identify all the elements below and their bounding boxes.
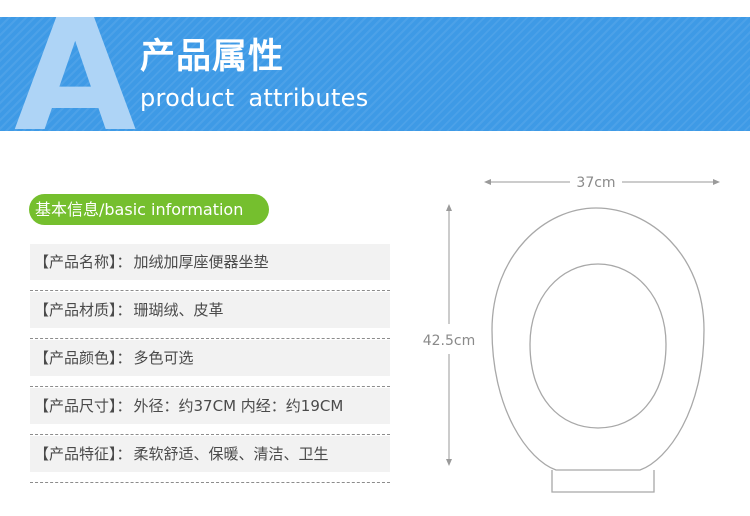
attribute-label: 【产品颜色】： — [34, 349, 132, 367]
attribute-value: 柔软舒适、保暖、清洁、卫生 — [133, 445, 329, 463]
banner-letter: A — [14, 17, 137, 131]
attribute-row-color: 【产品颜色】：多色可选 — [30, 340, 390, 387]
attribute-label: 【产品名称】： — [34, 253, 132, 271]
attribute-row-feature: 【产品特征】：柔软舒适、保暖、清洁、卫生 — [30, 436, 390, 483]
header-banner: A 产品属性 product attributes — [0, 17, 750, 131]
attribute-value: 外径：约37CM 内经：约19CM — [133, 397, 344, 415]
attribute-label: 【产品材质】： — [34, 301, 132, 319]
banner-subtitle: product attributes — [140, 84, 369, 112]
attribute-value: 加绒加厚座便器坐垫 — [133, 253, 269, 271]
height-dimension: 42.5cm — [423, 204, 476, 466]
banner-title: 产品属性 — [140, 37, 285, 77]
basic-info-badge: 基本信息/basic information — [29, 194, 269, 225]
seat-hinge — [551, 470, 655, 493]
width-label: 37cm — [576, 175, 615, 191]
width-dimension: 37cm — [484, 175, 720, 191]
toilet-seat-diagram: 37cm 42.5cm — [423, 175, 720, 493]
seat-inner-outline — [529, 263, 667, 429]
attribute-label: 【产品特征】： — [34, 445, 132, 463]
height-label: 42.5cm — [423, 333, 476, 349]
attribute-value: 多色可选 — [133, 349, 194, 367]
attribute-row-name: 【产品名称】：加绒加厚座便器坐垫 — [30, 244, 390, 291]
attribute-row-size: 【产品尺寸】：外径：约37CM 内经：约19CM — [30, 388, 390, 435]
attribute-label: 【产品尺寸】： — [34, 397, 132, 415]
attribute-value: 珊瑚绒、皮革 — [133, 301, 224, 319]
attribute-row-material: 【产品材质】：珊瑚绒、皮革 — [30, 292, 390, 339]
